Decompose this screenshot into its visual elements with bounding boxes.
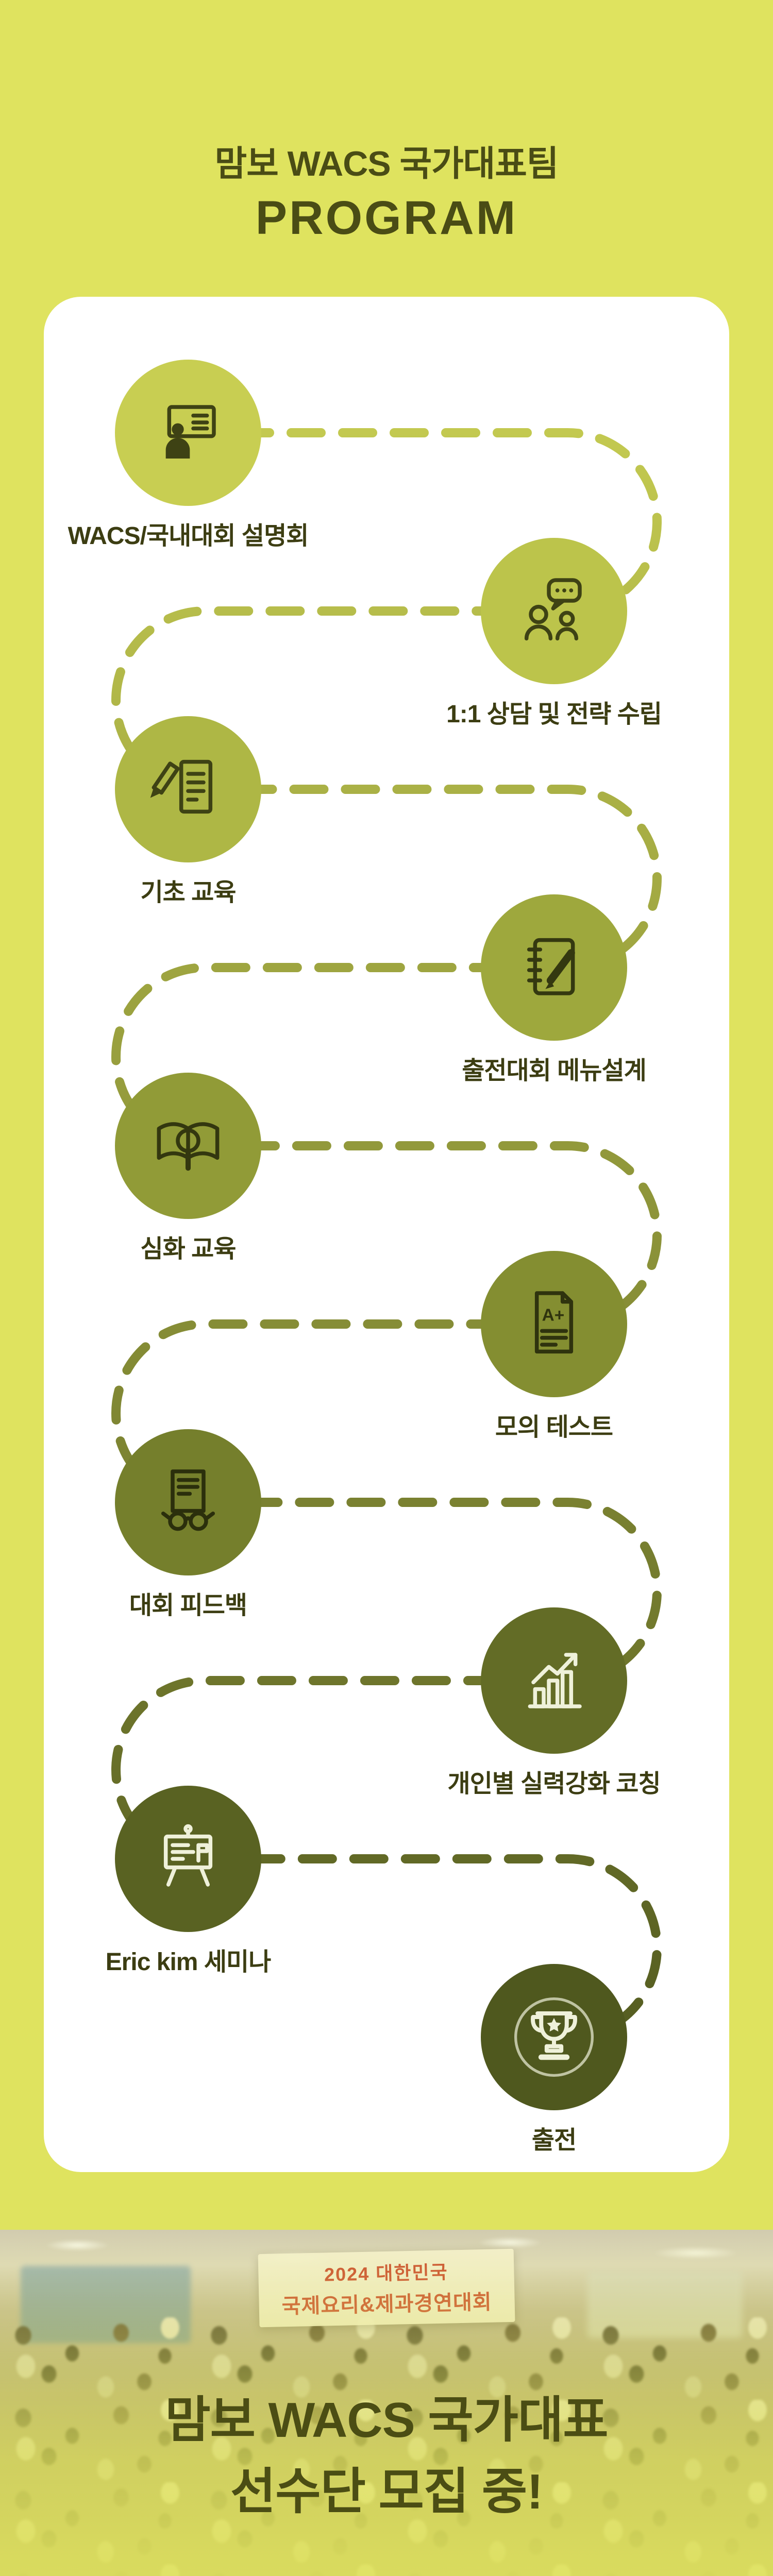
program-step-4: 출전대회 메뉴설계 (462, 894, 647, 1084)
step-circle-9 (115, 1786, 261, 1932)
step-circle-2 (481, 538, 627, 684)
step-circle-8 (481, 1607, 627, 1754)
step-label: 1:1 상담 및 전략 수립 (446, 701, 662, 728)
recruit-headline-line1: 맘보 WACS 국가대표 (165, 2393, 608, 2448)
header: 맘보 WACS 국가대표팀 PROGRAM (0, 135, 773, 245)
page-subtitle: PROGRAM (255, 192, 518, 244)
program-step-2: 1:1 상담 및 전략 수립 (446, 538, 662, 728)
program-step-5: 심화 교육 (115, 1073, 261, 1263)
step-label: 대회 피드백 (129, 1592, 247, 1619)
pencil-document-icon (150, 759, 213, 814)
step-label: 출전대회 메뉴설계 (462, 1057, 647, 1084)
test-paper-icon: A+ (534, 1291, 574, 1354)
document-glasses-icon (161, 1469, 215, 1531)
step-circle-3 (115, 716, 261, 862)
step-label: 심화 교육 (140, 1235, 237, 1263)
program-step-6: A+ 모의 테스트 (481, 1251, 627, 1441)
step-circle-5 (115, 1073, 261, 1219)
step-circle-4 (481, 894, 627, 1041)
step-label: Eric kim 세미나 (105, 1948, 272, 1976)
program-route-path (111, 428, 662, 2042)
step-circle-1 (115, 360, 261, 506)
svg-text:A+: A+ (542, 1306, 565, 1325)
program-card: WACS/국내대회 설명회 1:1 상담 및 전략 수립 (44, 297, 729, 2172)
step-label: 출전 (531, 2127, 577, 2154)
easel-board-icon (163, 1824, 213, 1887)
step-circle-6: A+ (481, 1251, 627, 1397)
step-label: WACS/국내대회 설명회 (68, 522, 309, 550)
seminar-presentation-icon (165, 405, 216, 459)
step-circle-10 (481, 1964, 627, 2110)
step-circle-7 (115, 1429, 261, 1575)
step-label: 기초 교육 (140, 879, 237, 906)
program-step-7: 대회 피드백 (115, 1429, 261, 1619)
photo-overlay (0, 2230, 773, 2576)
page-title: 맘보 WACS 국가대표팀 (214, 144, 559, 183)
program-step-1: WACS/국내대회 설명회 (68, 360, 309, 550)
consultation-chat-icon (524, 578, 582, 641)
step-label: 모의 테스트 (495, 1414, 613, 1441)
program-step-8: 개인별 실력강화 코칭 (447, 1607, 661, 1798)
trophy-icon (514, 1997, 594, 2077)
recruit-headline-line2: 선수단 모집 중! (230, 2464, 543, 2520)
program-step-10: 출전 (481, 1964, 627, 2154)
program-step-9: Eric kim 세미나 (106, 1786, 271, 1976)
step-label: 개인별 실력강화 코칭 (447, 1770, 661, 1798)
growth-chart-icon (528, 1653, 582, 1708)
notebook-pen-icon (527, 938, 575, 995)
program-step-3: 기초 교육 (115, 716, 261, 906)
recruit-headline: 맘보 WACS 국가대표 선수단 모집 중! (0, 2384, 773, 2528)
recruit-section: 2024 대한민국 국제요리&제과경연대회 맘보 WACS 국가대표 선수단 모… (0, 2230, 773, 2576)
book-magnifier-icon (157, 1122, 220, 1171)
